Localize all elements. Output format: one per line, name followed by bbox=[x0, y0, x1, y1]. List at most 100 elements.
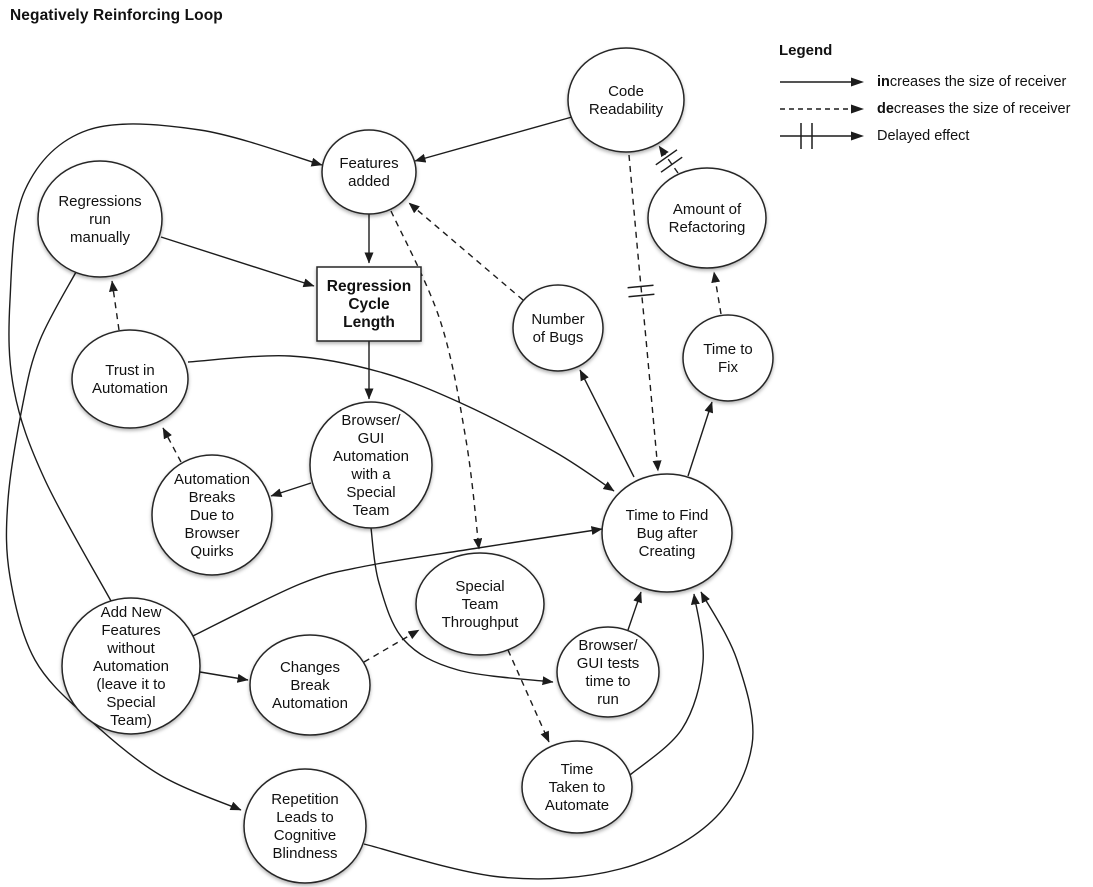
edge-line-decrease bbox=[162, 427, 182, 463]
edge-line-decrease bbox=[628, 154, 662, 472]
delay-effect-mark bbox=[660, 156, 683, 173]
edge-time-to-find-bug__number-of-bugs bbox=[579, 369, 635, 478]
edge-line-increase bbox=[629, 593, 704, 776]
edge-code-readability__time-to-find-bug bbox=[627, 154, 662, 472]
node-circle bbox=[682, 314, 774, 402]
legend-item-delayed: Delayed effect bbox=[779, 122, 1070, 149]
edge-add-new-features__features-added bbox=[8, 123, 323, 602]
edge-browser-gui-automation__browser-gui-tests bbox=[370, 527, 554, 686]
node-circle bbox=[556, 626, 660, 718]
solid-arrow-icon bbox=[780, 77, 864, 86]
edge-line-decrease bbox=[408, 202, 524, 301]
edge-line-increase bbox=[363, 591, 754, 880]
legend-label-delayed: Delayed effect bbox=[877, 127, 970, 144]
edge-special-team-throughput__time-taken-to-automate bbox=[507, 649, 550, 743]
node-circle bbox=[61, 597, 201, 735]
edge-trust-in-automation__regressions-run-manually bbox=[109, 280, 120, 331]
edge-add-new-features__time-to-find-bug bbox=[192, 526, 603, 637]
edges-layer bbox=[5, 116, 754, 880]
edge-line-increase bbox=[579, 369, 635, 478]
page-title: Negatively Reinforcing Loop bbox=[10, 7, 223, 24]
legend-label-increase: increases the size of receiver bbox=[877, 73, 1067, 90]
edge-line-increase bbox=[687, 401, 714, 477]
edge-automation-breaks__trust-in-automation bbox=[162, 427, 182, 463]
edge-line-increase bbox=[199, 671, 249, 683]
edge-line-increase bbox=[192, 526, 603, 637]
node-circle bbox=[71, 329, 189, 429]
edge-number-of-bugs__features-added bbox=[408, 202, 524, 301]
node-circle bbox=[321, 129, 417, 215]
edge-regressions-run-manually__regression-cycle-length bbox=[160, 236, 315, 288]
edge-amount-of-refactoring__code-readability bbox=[655, 145, 683, 174]
edge-add-new-features__changes-break-automation bbox=[199, 671, 249, 683]
edge-line-decrease bbox=[711, 271, 722, 315]
edge-browser-gui-tests__time-to-find-bug bbox=[627, 591, 642, 631]
legend: Legend increases the size of receiver de… bbox=[779, 42, 1070, 149]
legend-heading: Legend bbox=[779, 42, 833, 59]
edge-trust-in-automation__time-to-find-bug bbox=[187, 355, 615, 492]
delayed-arrow-icon bbox=[780, 122, 864, 149]
edge-regressions-run-manually__repetition-cognitive-blindness bbox=[5, 271, 242, 811]
edge-line-increase bbox=[627, 591, 642, 631]
legend-label-decrease: decreases the size of receiver bbox=[877, 100, 1071, 117]
legend-item-decrease: decreases the size of receiver bbox=[779, 95, 1070, 122]
node-circle bbox=[415, 552, 545, 656]
node-circle bbox=[37, 160, 163, 278]
node-circle bbox=[567, 47, 685, 153]
edge-repetition-cognitive-blindness__time-to-find-bug bbox=[363, 591, 754, 880]
node-circle bbox=[249, 634, 371, 736]
edge-line-decrease bbox=[109, 280, 120, 331]
edge-code-readability__features-added bbox=[414, 116, 573, 163]
node-circle bbox=[243, 768, 367, 884]
node-box bbox=[316, 266, 422, 342]
edge-line-decrease bbox=[658, 145, 679, 174]
edge-features-added__special-team-throughput bbox=[390, 210, 483, 550]
edge-line-increase bbox=[5, 271, 242, 811]
edge-line-increase bbox=[370, 527, 554, 686]
edge-line-decrease bbox=[507, 649, 550, 743]
node-circle bbox=[521, 740, 633, 834]
edge-line-increase bbox=[160, 236, 315, 288]
delay-effect-mark bbox=[655, 149, 678, 166]
edge-line-decrease bbox=[390, 210, 483, 550]
edge-line-increase bbox=[187, 355, 615, 492]
node-circle bbox=[647, 167, 767, 269]
node-circle bbox=[512, 284, 604, 372]
delay-effect-mark bbox=[628, 293, 655, 298]
node-circle bbox=[601, 473, 733, 593]
edge-time-taken-to-automate__time-to-find-bug bbox=[629, 593, 704, 776]
node-circle bbox=[309, 401, 433, 529]
node-circle bbox=[151, 454, 273, 576]
